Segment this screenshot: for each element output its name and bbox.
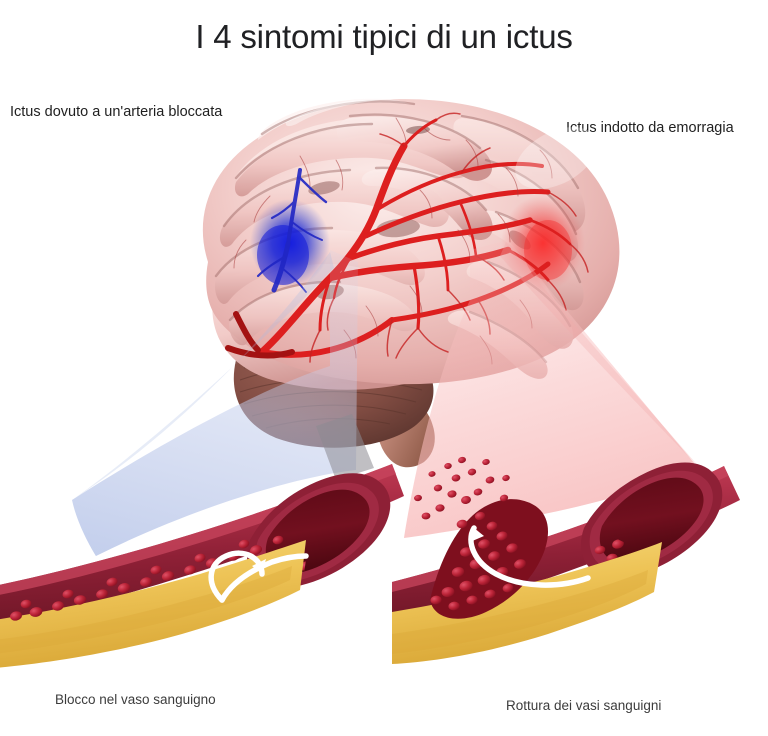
brain-highlight [285,95,452,127]
ruptured-vessel-illustration [392,456,740,664]
callout-label-hemorrhagic: Ictus indotto da emorragia [566,120,734,136]
ischemic-region [250,168,330,293]
vessel-lumen-right [599,477,704,563]
blood-cells-plaque-left [10,535,284,621]
pink-cone-right-edge [500,242,700,468]
plaque-deposit-left [0,540,306,668]
caption-ruptured-vessel: Rottura dei vasi sanguigni [506,698,662,713]
rupture-flow-arrow [468,525,591,588]
brain-sheen [515,127,597,189]
plaque-shadow-right [392,570,648,654]
callout-label-ischemic: Ictus dovuto a un'arteria bloccata [10,104,223,120]
pink-magnifier-cone [404,240,700,538]
blue-magnifier-cone [72,250,358,556]
vessel-highlight-left [0,464,396,595]
escaping-blood-cells [414,456,526,611]
plaque-deposit-right [392,542,662,664]
connector-bar [316,414,374,480]
basal-arteries [225,311,295,359]
plaque-shadow-left [0,566,292,654]
blocked-vessel-illustration [0,464,404,668]
page-title: I 4 sintomi tipici di un ictus [195,18,573,55]
caption-blocked-vessel: Blocco nel vaso sanguigno [55,692,216,707]
blocked-flow-arrow [208,550,309,603]
